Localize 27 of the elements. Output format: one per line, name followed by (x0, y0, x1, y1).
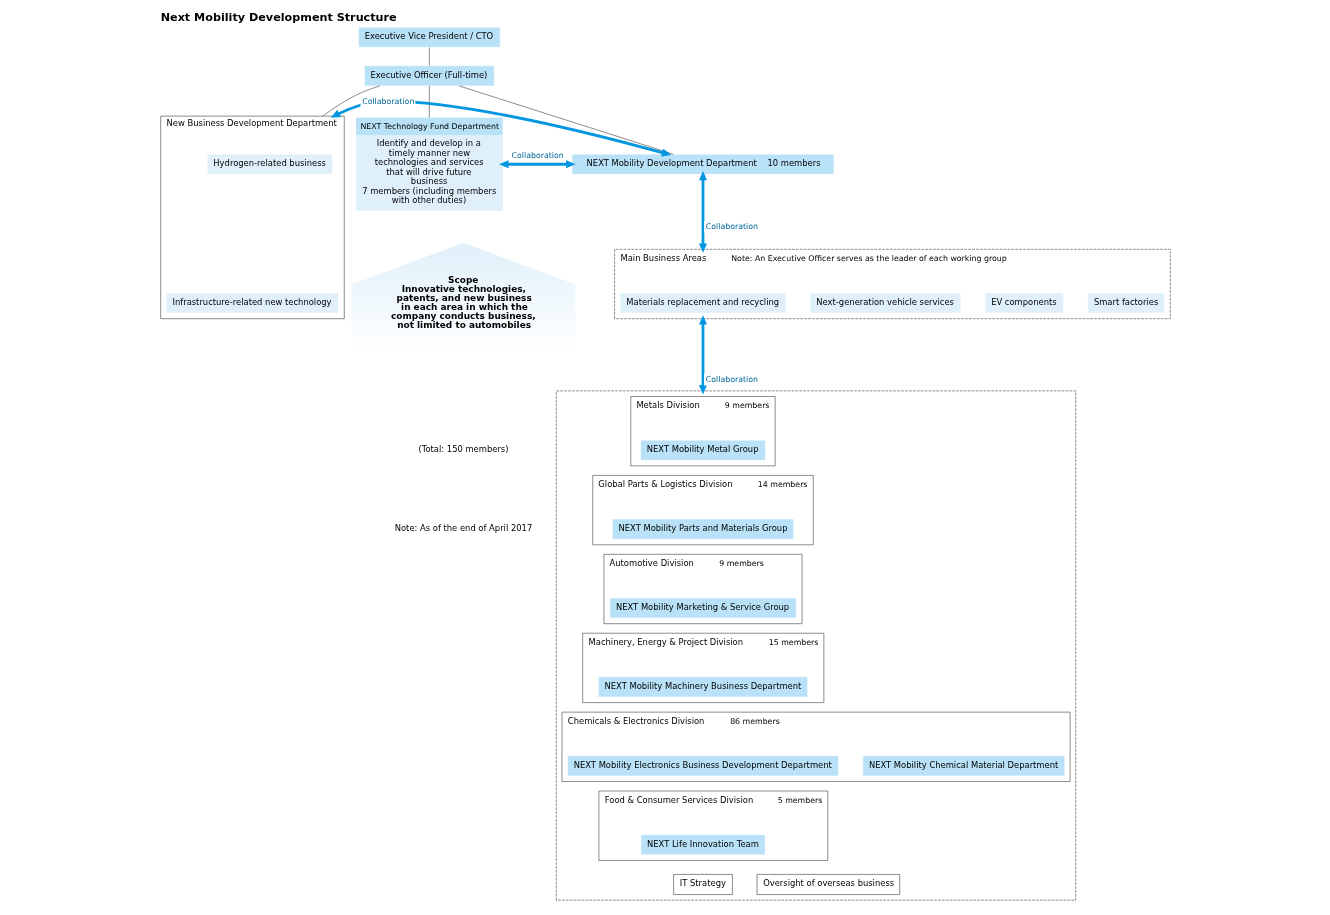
node-box: NEXT Mobility Chemical Material Department (862, 755, 1065, 777)
node-box: NEXT Mobility Metal Group (639, 439, 766, 461)
node-box: Materials replacement and recycling (619, 292, 786, 314)
node-box: NEXT Life Innovation Team (640, 834, 765, 856)
label: Note: As of the end of April 2017 (394, 523, 532, 534)
node-box: NEXT Mobility Marketing & Service Group (609, 597, 796, 619)
node-box: Hydrogen-related business (206, 153, 333, 175)
node-box: NEXT Mobility Development Department 10 members (571, 153, 834, 175)
node-box: Infrastructure-related new technology (165, 292, 339, 314)
node-box: NEXT Mobility Machinery Business Department (597, 676, 808, 698)
node-box: Next-generation vehicle services (809, 292, 961, 314)
diagram-title: Next Mobility Development Structure (160, 10, 397, 24)
node-box: Oversight of overseas business (756, 874, 900, 895)
node-box: Executive Officer (Full-time) (363, 65, 495, 87)
node-box: Executive Vice President / CTO (357, 26, 500, 48)
label: (Total: 150 members) (417, 444, 508, 455)
arrow (330, 100, 671, 157)
arrow (498, 160, 575, 169)
node-box: NEXT Mobility Electronics Business Development Department (566, 755, 839, 777)
node-box: NEXT Mobility Parts and Materials Group (611, 518, 794, 540)
node-box: Smart factories (1086, 292, 1165, 314)
node-box: EV components (984, 292, 1064, 314)
connector (321, 85, 380, 117)
cluster (555, 390, 1076, 901)
arrow (698, 171, 707, 253)
arrow (698, 315, 707, 395)
node-box: IT Strategy (672, 874, 733, 895)
